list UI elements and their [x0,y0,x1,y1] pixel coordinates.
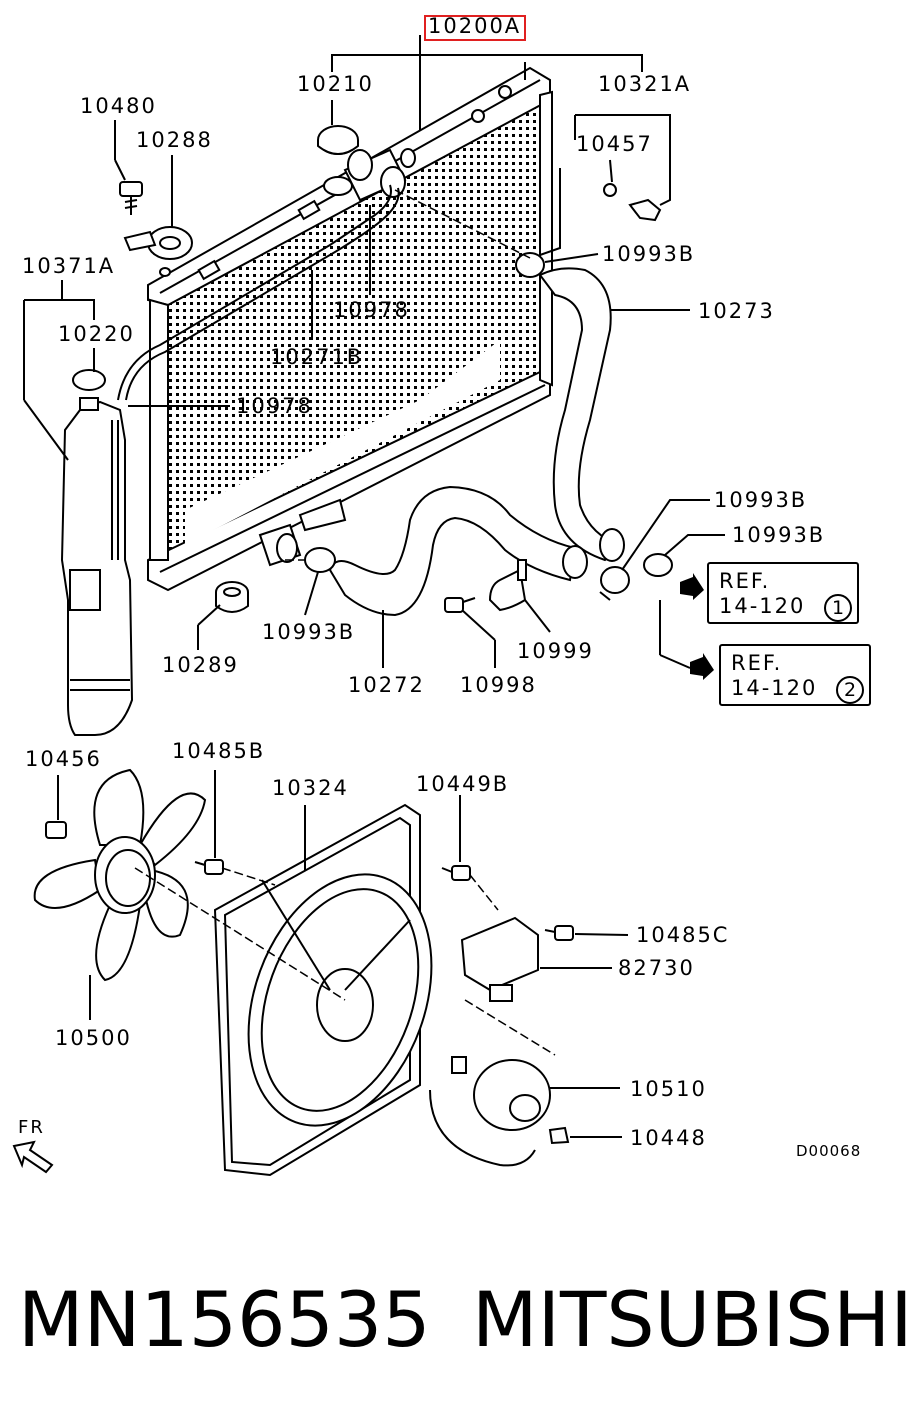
label-82730[interactable]: 82730 [618,956,695,980]
label-10978-center[interactable]: 10978 [333,298,410,322]
upper-bracket-part [123,226,193,277]
label-10998[interactable]: 10998 [460,673,537,697]
parts-diagram: 10200A 10210 10480 10288 10371A 10220 10… [12,14,871,1177]
ref-1-code: 14-120 [719,594,806,618]
upper-hose-part [538,267,625,562]
leader-lines [23,35,725,1138]
part-number-footer: MN156535 MITSUBISHI [0,1270,909,1370]
front-label: FR [18,1117,45,1138]
label-10272[interactable]: 10272 [348,673,425,697]
ref-2-number: 2 [836,676,864,704]
fan-part [33,768,207,982]
label-10480[interactable]: 10480 [80,94,157,118]
label-10448[interactable]: 10448 [630,1126,707,1150]
shroud-part [213,803,433,1177]
brand-name: MITSUBISHI [472,1275,909,1364]
overflow-hose-part [117,184,392,401]
part-number: MN156535 [18,1275,431,1364]
label-10288[interactable]: 10288 [136,128,213,152]
label-10321a[interactable]: 10321A [598,72,692,96]
ref-1-title: REF. [719,569,771,593]
bolt-10449b-part [441,865,471,881]
motor-part [429,1056,551,1167]
ref-arrows [680,573,714,680]
label-10210[interactable]: 10210 [297,72,374,96]
bolt-10998-part [444,597,476,613]
diagram-drawing [12,35,725,1177]
label-10510[interactable]: 10510 [630,1077,707,1101]
label-10220[interactable]: 10220 [58,322,135,346]
nut-10456-part [45,821,67,839]
front-arrow-icon [12,1140,54,1174]
ref-box-2[interactable]: REF. 14-120 2 [719,644,871,706]
label-10485b[interactable]: 10485B [172,739,266,763]
resistor-part [460,916,539,1002]
label-10371a[interactable]: 10371A [22,254,116,278]
assembly-lines [134,189,556,1056]
label-10485c[interactable]: 10485C [636,923,730,947]
label-10200a[interactable]: 10200A [428,14,522,38]
reservoir-tank-part [60,369,134,736]
label-10324[interactable]: 10324 [272,776,349,800]
lower-hose-part [328,485,588,617]
label-10273[interactable]: 10273 [698,299,775,323]
screw-10485b-part [194,859,224,875]
screw-10485c-part [544,925,574,941]
label-10978-left[interactable]: 10978 [236,394,313,418]
bolt-10480-part [119,181,143,215]
clip-10448-part [548,1126,570,1145]
hose-bracket-part [488,559,527,612]
radiator-cap-part [317,125,359,155]
label-10999[interactable]: 10999 [517,639,594,663]
label-10993b-right-2[interactable]: 10993B [732,523,826,547]
label-10500[interactable]: 10500 [55,1026,132,1050]
radiator-outlet [258,498,347,567]
ref-1-number: 1 [824,594,852,622]
highlight-box [424,15,526,41]
label-10289[interactable]: 10289 [162,653,239,677]
label-10271b[interactable]: 10271B [270,345,364,369]
label-10993b-lower[interactable]: 10993B [262,620,356,644]
label-10456[interactable]: 10456 [25,747,102,771]
ref-2-title: REF. [731,651,783,675]
radiator-filler-neck [323,148,416,202]
clamps [304,252,673,601]
ref-box-1[interactable]: REF. 14-120 1 [707,562,859,624]
drawing-code: D00068 [796,1142,862,1160]
ref-2-code: 14-120 [731,676,818,700]
drain-plug-part [603,183,662,222]
label-10449b[interactable]: 10449B [416,772,510,796]
label-10993b-upper[interactable]: 10993B [602,242,696,266]
label-10457[interactable]: 10457 [576,132,653,156]
label-10993b-right-1[interactable]: 10993B [714,488,808,512]
lower-insulator-part [215,581,249,613]
